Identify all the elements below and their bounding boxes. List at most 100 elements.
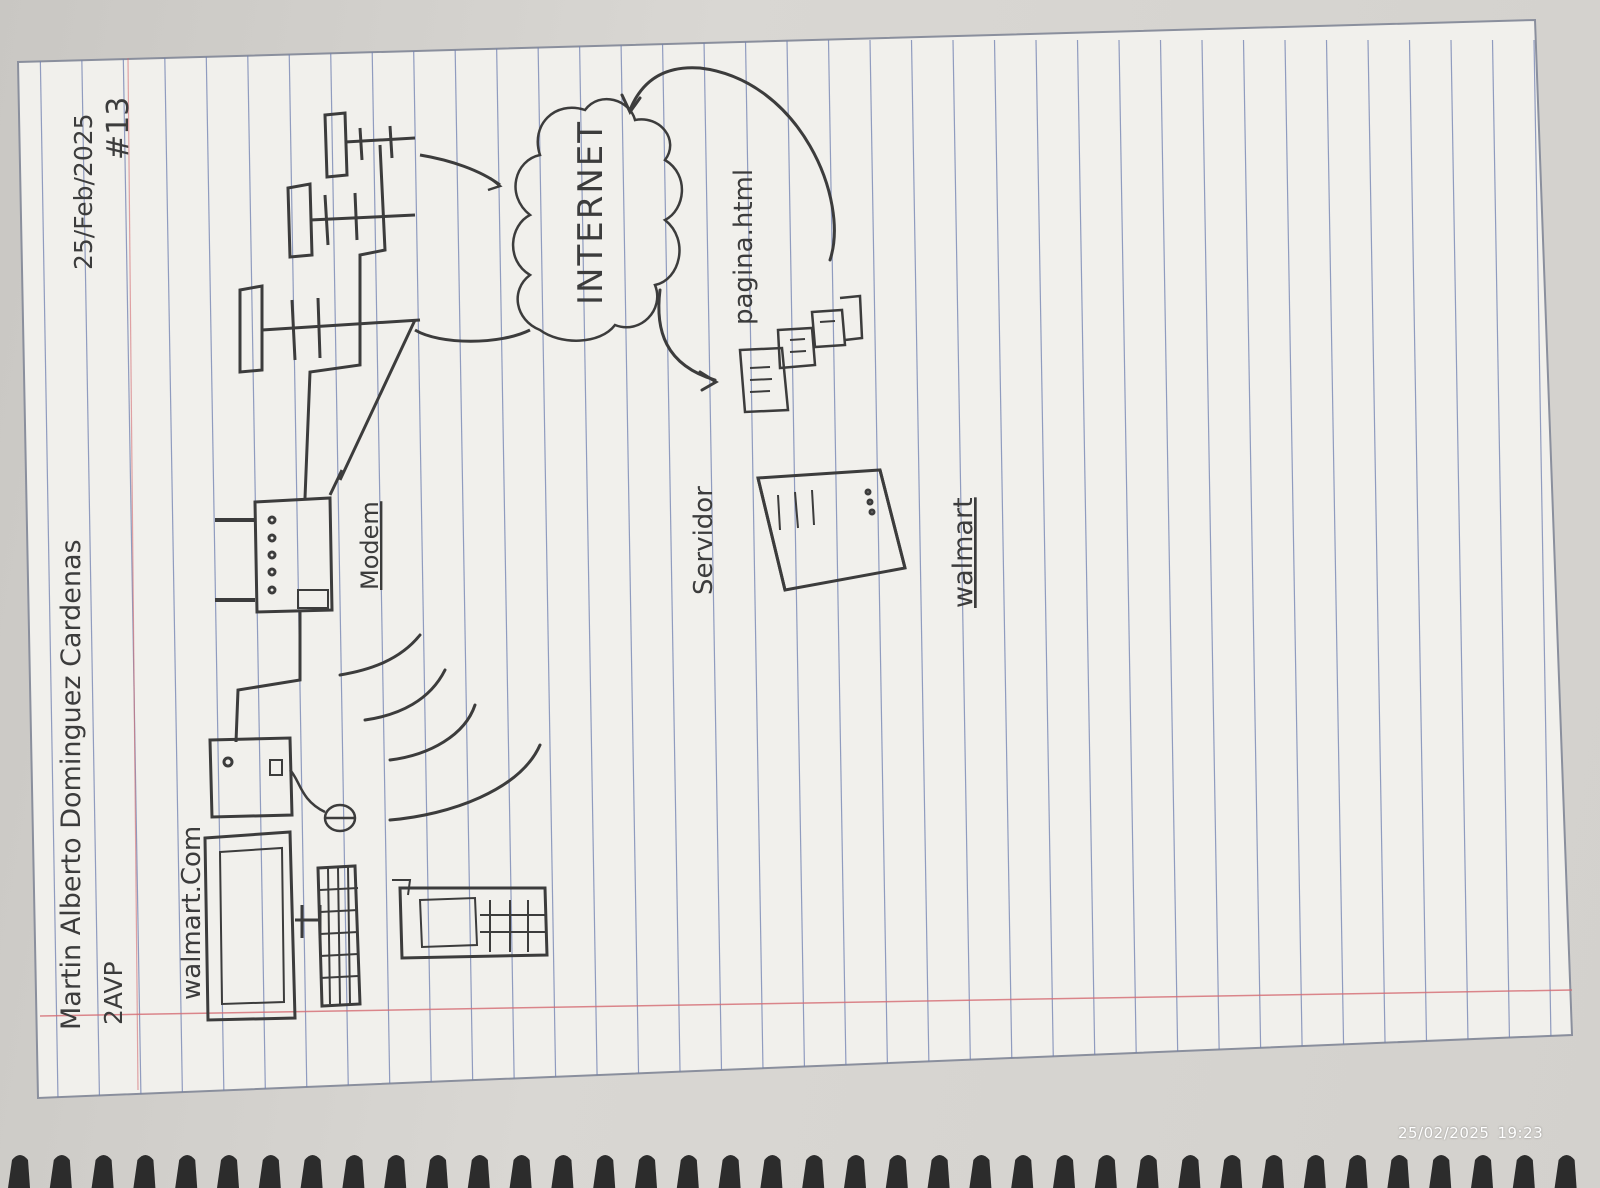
ruled-line — [661, 39, 682, 1098]
ruled-line — [80, 39, 101, 1098]
notebook-page — [16, 18, 1574, 1100]
server-icon — [756, 468, 907, 592]
ruled-line — [454, 39, 474, 1098]
spiral-ring — [969, 1155, 992, 1188]
spiral-ring — [1429, 1155, 1452, 1188]
ruled-line — [1367, 39, 1387, 1098]
ruled-line — [1450, 39, 1470, 1098]
spiral-ring — [1471, 1155, 1493, 1188]
ruled-lines — [39, 39, 1553, 1098]
ruled-line — [869, 39, 889, 1098]
ruled-line — [952, 39, 972, 1098]
ruled-line — [620, 39, 640, 1098]
ruled-line — [412, 39, 433, 1098]
spiral-ring — [300, 1155, 323, 1188]
ruled-line — [122, 39, 142, 1098]
network-cables — [238, 111, 531, 499]
author-name: Martin Alberto Dominguez Cardenas — [56, 539, 87, 1030]
ruled-line — [1242, 39, 1263, 1098]
ruled-line — [1159, 39, 1180, 1098]
ruled-line — [163, 39, 184, 1098]
ruled-line — [1118, 39, 1138, 1098]
spiral-ring — [927, 1155, 950, 1188]
ruled-line — [578, 39, 599, 1098]
ruled-line — [1076, 39, 1097, 1098]
spiral-ring — [1136, 1155, 1159, 1188]
spiral-ring — [885, 1155, 908, 1188]
spiral-ring — [718, 1155, 741, 1188]
ruled-line — [1201, 39, 1221, 1098]
ruled-line — [1325, 39, 1346, 1098]
spiral-ring — [1345, 1155, 1368, 1188]
ruled-line — [495, 39, 516, 1098]
spiral-binding — [8, 1155, 1577, 1188]
spiral-ring — [426, 1155, 448, 1188]
ruled-line — [993, 39, 1014, 1098]
number-text: #13 — [101, 97, 136, 160]
document-stack-icon — [738, 294, 864, 414]
modem-device — [215, 469, 344, 743]
spiral-ring — [1262, 1155, 1284, 1188]
arrows — [620, 66, 836, 392]
spiral-ring — [467, 1155, 490, 1188]
ruled-line — [288, 39, 308, 1098]
ruled-line — [703, 39, 723, 1098]
spiral-ring — [384, 1155, 407, 1188]
header: Martin Alberto Dominguez Cardenas 25/Feb… — [56, 97, 136, 1030]
group-text: 2AVP — [99, 961, 128, 1025]
spiral-ring — [1554, 1155, 1577, 1188]
spiral-ring — [1094, 1155, 1117, 1188]
spiral-ring — [49, 1155, 72, 1188]
spiral-ring — [509, 1155, 532, 1188]
spiral-ring — [175, 1155, 198, 1188]
modem-label: Modem — [356, 501, 384, 590]
spiral-ring — [1387, 1155, 1410, 1188]
spiral-ring — [342, 1155, 365, 1188]
top-margin-line — [127, 57, 139, 1091]
date-text: 25/Feb/2025 — [69, 113, 98, 270]
ruled-line — [1408, 39, 1429, 1098]
spiral-ring — [1053, 1155, 1075, 1188]
spiral-ring — [676, 1155, 699, 1188]
ruled-line — [39, 39, 59, 1098]
spiral-ring — [91, 1155, 114, 1188]
timestamp-date: 25/02/2025 — [1398, 1124, 1490, 1142]
spiral-ring — [635, 1155, 657, 1188]
spiral-ring — [1178, 1155, 1201, 1188]
internet-cloud-icon — [511, 98, 684, 342]
ruled-line — [786, 39, 806, 1098]
server-label: Servidor — [689, 486, 719, 595]
ruled-line — [827, 39, 848, 1098]
spiral-ring — [760, 1155, 783, 1188]
wifi-waves-icon — [338, 633, 542, 822]
site-label: walmart.Com — [177, 826, 207, 1000]
spiral-ring — [1512, 1155, 1535, 1188]
cpu-tower — [208, 736, 294, 819]
ruled-line — [1491, 39, 1512, 1098]
spiral-ring — [551, 1155, 574, 1188]
ruled-line — [1284, 39, 1304, 1098]
spiral-ring — [1303, 1155, 1326, 1188]
spiral-ring — [217, 1155, 239, 1188]
timestamp-time: 19:23 — [1497, 1124, 1544, 1142]
mobile-phone — [392, 879, 549, 960]
ruled-line — [329, 39, 350, 1098]
ruled-line — [1533, 39, 1553, 1098]
keyboard — [316, 864, 362, 1008]
spiral-ring — [593, 1155, 616, 1188]
spiral-ring — [133, 1155, 156, 1188]
spiral-ring — [258, 1155, 281, 1188]
page-file-label: pagina.html — [729, 169, 759, 325]
ruled-line — [744, 39, 765, 1098]
mouse — [289, 769, 357, 833]
internet-label: INTERNET — [571, 120, 611, 305]
ruled-line — [537, 39, 557, 1098]
spiral-ring — [802, 1155, 825, 1188]
spiral-ring — [1220, 1155, 1243, 1188]
ruled-line — [1035, 39, 1055, 1098]
spiral-ring — [844, 1155, 866, 1188]
spiral-ring — [1011, 1155, 1034, 1188]
spiral-ring — [8, 1155, 30, 1188]
